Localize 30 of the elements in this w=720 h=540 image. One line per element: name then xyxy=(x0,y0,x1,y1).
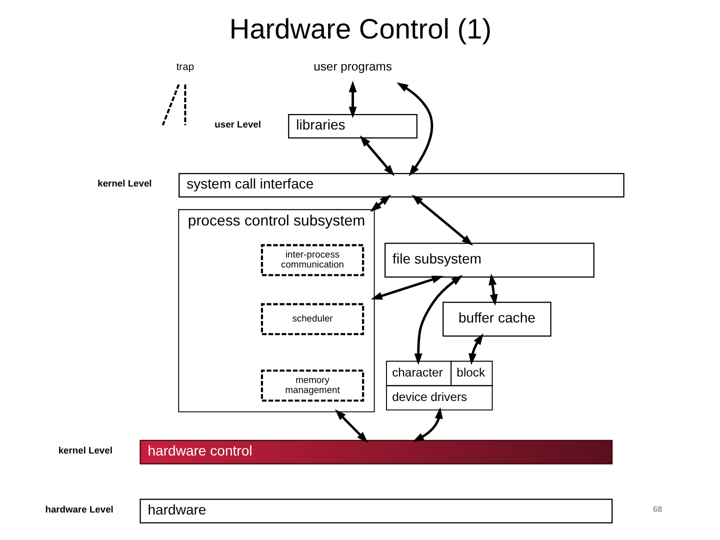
node-box: inter-process communication xyxy=(260,244,364,276)
arrow xyxy=(488,274,498,306)
arrow xyxy=(370,276,443,300)
connector xyxy=(161,84,180,126)
arrow xyxy=(348,80,356,118)
label: kernel Level xyxy=(58,445,112,456)
arrow xyxy=(370,194,391,212)
node-box: scheduler xyxy=(260,303,364,336)
node-box: buffer cache xyxy=(442,302,551,337)
node-box: system call interface xyxy=(178,173,624,198)
node-text: user programs xyxy=(313,59,392,74)
arrow xyxy=(414,275,462,365)
arrow xyxy=(396,82,433,176)
diagram-title: Hardware Control (1) xyxy=(228,13,492,44)
arrow xyxy=(334,409,368,443)
arrow xyxy=(412,407,442,442)
label: 68 xyxy=(652,504,662,514)
arrow xyxy=(468,333,483,365)
node-box: libraries xyxy=(288,114,417,139)
arrow xyxy=(359,135,394,176)
node-box: hardware xyxy=(139,498,612,524)
node-box: memory management xyxy=(260,370,364,402)
connector xyxy=(184,84,186,126)
arrow xyxy=(411,194,473,246)
node-box: file subsystem xyxy=(384,242,594,278)
node-box: hardware control xyxy=(139,440,612,464)
node-text: trap xyxy=(176,62,194,73)
label: hardware Level xyxy=(44,504,113,514)
label: kernel Level xyxy=(97,178,152,189)
label: user Level xyxy=(214,120,260,130)
